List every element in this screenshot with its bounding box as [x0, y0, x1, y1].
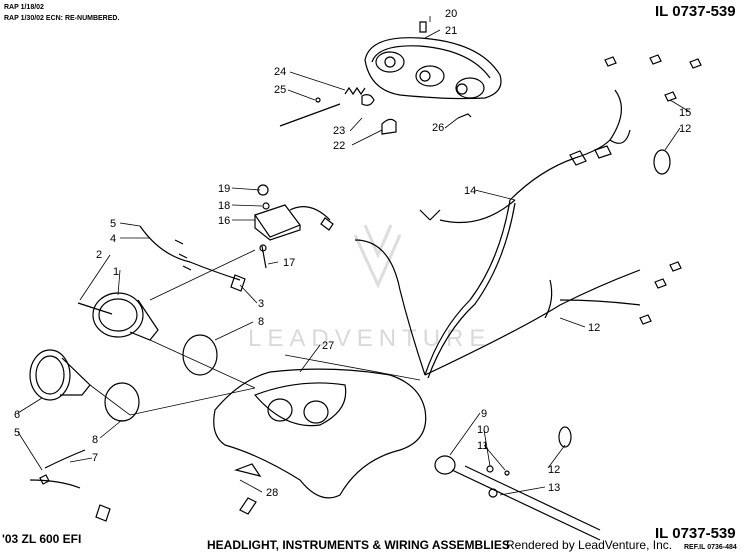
callout-4: 4 [110, 233, 116, 245]
callout-5-lower: 5 [14, 427, 20, 439]
callout-21: 21 [445, 25, 457, 37]
revision-line-1: RAP 1/18/02 [4, 4, 44, 11]
callout-5-upper: 5 [110, 218, 116, 230]
callout-14: 14 [464, 185, 476, 197]
bulb-22 [381, 118, 397, 135]
instrument-pod [213, 368, 427, 515]
callout-1: 1 [113, 266, 119, 278]
screw-26 [457, 113, 472, 119]
callout-15: 15 [679, 107, 691, 119]
callout-23: 23 [333, 125, 345, 137]
callout-6: 6 [14, 409, 20, 421]
callout-24: 24 [274, 66, 286, 78]
headlight-spring [279, 86, 366, 127]
main-wiring-harness [354, 54, 702, 448]
revision-line-2: RAP 1/30/02 ECN: RE-NUMBERED. [4, 15, 120, 22]
model-label: '03 ZL 600 EFI [2, 532, 82, 546]
leader-lines [17, 16, 691, 496]
callout-19: 19 [218, 183, 230, 195]
gauge-ring-upper [182, 334, 218, 376]
callout-17: 17 [283, 257, 295, 269]
callout-8-lower: 8 [92, 434, 98, 446]
callout-27: 27 [322, 340, 334, 352]
callout-11: 11 [477, 440, 488, 452]
callout-numbers: 1 2 3 4 5 6 5 7 8 8 9 10 11 12 12 12 13 … [14, 8, 691, 499]
callout-28: 28 [266, 487, 278, 499]
callout-13: 13 [548, 482, 560, 494]
callout-22: 22 [333, 140, 345, 152]
illustration-id-top: IL 0737-539 [655, 3, 736, 20]
callout-8-upper: 8 [258, 316, 264, 328]
callout-12-mid: 12 [588, 322, 600, 334]
callout-20: 20 [445, 8, 457, 20]
diagram-title: HEADLIGHT, INSTRUMENTS & WIRING ASSEMBLI… [207, 538, 510, 552]
headlight-assembly [364, 21, 502, 100]
callout-26: 26 [432, 122, 444, 134]
callout-9: 9 [481, 408, 487, 420]
callout-10: 10 [477, 424, 489, 436]
bulb-23 [361, 94, 375, 106]
callout-3: 3 [258, 298, 264, 310]
callout-18: 18 [218, 200, 230, 212]
gauge-ring-lower [104, 382, 140, 422]
watermark-logo [353, 224, 402, 289]
rendered-by: Rendered by LeadVenture, Inc. [506, 538, 673, 552]
callout-16: 16 [218, 215, 230, 227]
callout-12-top: 12 [679, 123, 691, 135]
callout-2: 2 [96, 249, 102, 261]
callout-12-bottom: 12 [548, 464, 560, 476]
callout-7: 7 [92, 452, 98, 464]
regulator [254, 184, 334, 269]
illustration-id-bottom: IL 0737-539 [655, 525, 736, 542]
gauge-speedometer [77, 292, 159, 341]
gauge-tachometer [29, 349, 91, 401]
callout-25: 25 [274, 84, 286, 96]
ref-illustration: REF.IL 0736-484 [684, 544, 737, 551]
cable-assembly [434, 455, 601, 541]
gauge-wiring [29, 225, 246, 522]
